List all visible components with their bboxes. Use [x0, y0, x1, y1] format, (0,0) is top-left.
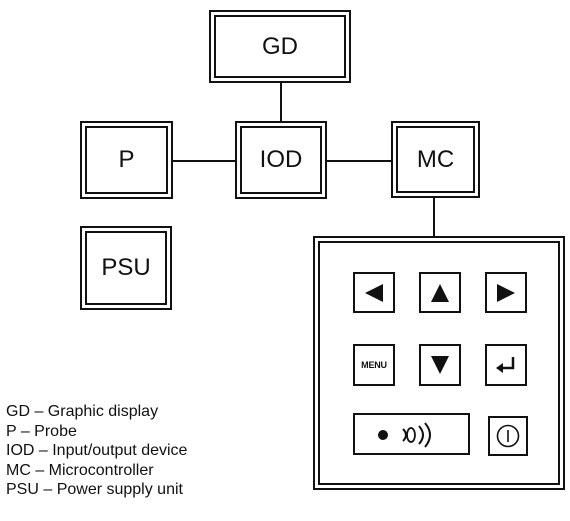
mc-label: MC [396, 126, 475, 193]
sound-waves-icon [377, 422, 431, 448]
legend-item-gd: GD – Graphic display [6, 403, 159, 420]
enter-arrow-icon [496, 357, 515, 373]
psu-block: PSU [80, 226, 172, 310]
legend: GD – Graphic display P – Probe IOD – Inp… [6, 402, 187, 500]
power-key[interactable] [488, 416, 528, 456]
legend-item-psu: PSU – Power supply unit [6, 481, 183, 498]
legend-item-iod: IOD – Input/output device [6, 442, 188, 459]
iod-label: IOD [240, 126, 322, 194]
left-arrow-key[interactable] [353, 272, 395, 313]
iod-block: IOD [235, 121, 327, 199]
mc-block: MC [391, 121, 480, 198]
right-arrow-key[interactable] [485, 272, 527, 313]
triangle-up-icon [431, 283, 449, 302]
enter-key[interactable] [485, 344, 527, 386]
p-block: P [80, 121, 173, 199]
gd-block: GD [209, 10, 351, 83]
ultrasound-key[interactable] [353, 413, 470, 455]
menu-key-label: MENU [361, 360, 387, 370]
connector-mc-keypad [433, 197, 435, 239]
menu-key[interactable]: MENU [353, 344, 395, 386]
power-icon [496, 424, 520, 448]
psu-label: PSU [85, 231, 167, 305]
triangle-right-icon [497, 283, 515, 302]
gd-label: GD [214, 15, 346, 78]
connector-iod-mc [326, 160, 392, 162]
triangle-left-icon [365, 283, 383, 302]
legend-item-p: P – Probe [6, 422, 77, 440]
up-arrow-key[interactable] [419, 272, 461, 313]
keypad-panel-inner [318, 241, 560, 485]
p-label: P [85, 126, 168, 194]
legend-item-mc: MC – Microcontroller [6, 461, 154, 479]
triangle-down-icon [431, 356, 449, 374]
connector-p-iod [172, 160, 236, 162]
connector-gd-iod [280, 82, 282, 122]
down-arrow-key[interactable] [419, 344, 461, 386]
